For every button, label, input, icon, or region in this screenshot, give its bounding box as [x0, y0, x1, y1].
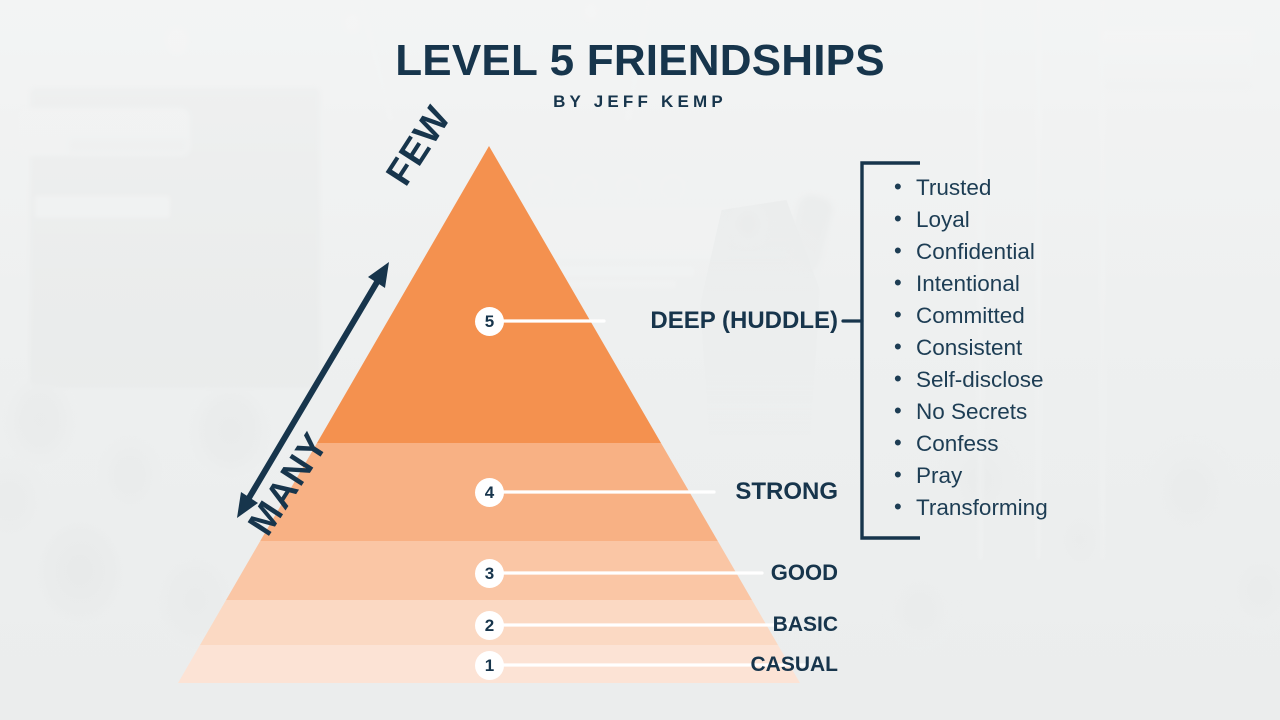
attribute-item: Self-disclose: [890, 363, 1048, 396]
attribute-item: Transforming: [890, 491, 1048, 524]
pyramid-bands: [178, 146, 800, 683]
level-marker-3[interactable]: 3: [475, 559, 504, 588]
attribute-item: No Secrets: [890, 395, 1048, 428]
level-marker-2[interactable]: 2: [475, 611, 504, 640]
attribute-item: Confidential: [890, 235, 1048, 268]
page-title: LEVEL 5 FRIENDSHIPS: [395, 36, 885, 85]
few-many-arrow-icon: [240, 269, 386, 511]
attributes-list: TrustedLoyalConfidentialIntentionalCommi…: [890, 171, 1048, 524]
attributes-bracket: [860, 161, 920, 540]
level-label-3: GOOD: [770, 560, 838, 585]
attribute-item: Loyal: [890, 203, 1048, 236]
level-marker-1[interactable]: 1: [475, 651, 504, 680]
attribute-item: Trusted: [890, 171, 1048, 204]
level-label-5: DEEP (HUDDLE): [650, 307, 838, 334]
level-marker-5[interactable]: 5: [475, 307, 504, 336]
page-subtitle: BY JEFF KEMP: [553, 92, 727, 111]
pyramid-band-level-5: [178, 146, 800, 443]
attribute-item: Committed: [890, 299, 1048, 332]
arrow-head-down-icon: [237, 492, 258, 518]
attribute-item: Intentional: [890, 267, 1048, 300]
arrow-head-up-icon: [368, 262, 389, 288]
level-label-4: STRONG: [735, 478, 838, 505]
attribute-item: Confess: [890, 427, 1048, 460]
level-label-2: BASIC: [772, 613, 838, 636]
level-marker-4[interactable]: 4: [475, 478, 504, 507]
level-label-1: CASUAL: [750, 653, 839, 676]
attribute-item: Pray: [890, 459, 1048, 492]
level-connectors: [498, 319, 810, 667]
attribute-item: Consistent: [890, 331, 1048, 364]
